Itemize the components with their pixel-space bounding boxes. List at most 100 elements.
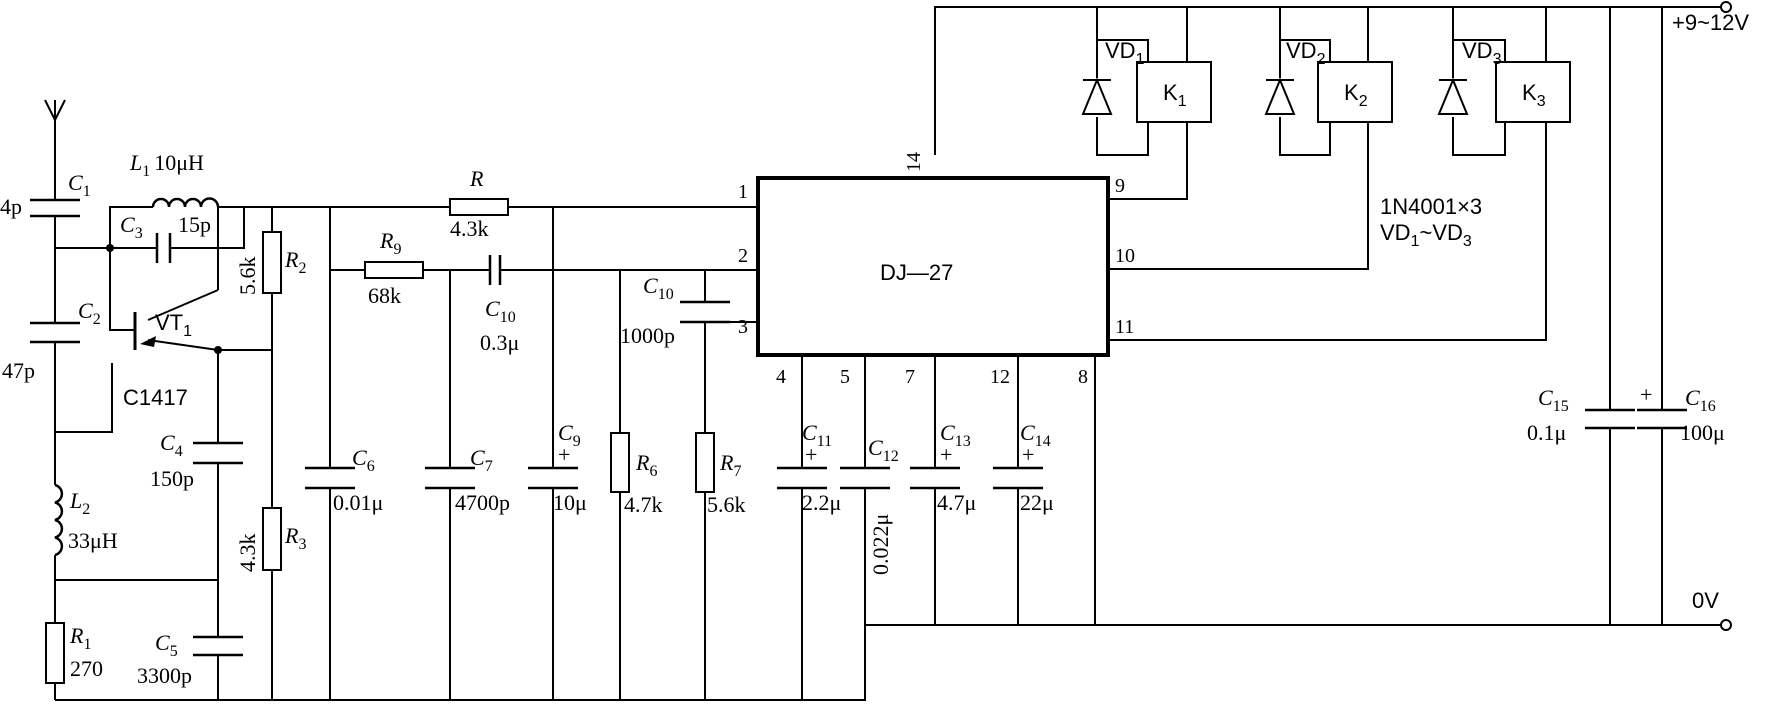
svg-text:C9: C9: [558, 420, 581, 450]
svg-text:C4: C4: [160, 430, 183, 460]
svg-text:3: 3: [738, 316, 748, 338]
svg-text:C1417: C1417: [123, 385, 188, 410]
c9-plates: [528, 466, 578, 490]
svg-text:14: 14: [903, 152, 925, 172]
svg-text:C10: C10: [643, 273, 674, 303]
c4-plates: [193, 441, 243, 465]
r2-body: [262, 231, 282, 294]
svg-text:4700p: 4700p: [455, 490, 510, 515]
diode-vd2-icon: [1264, 77, 1296, 115]
svg-text:0.1μ: 0.1μ: [1527, 420, 1566, 445]
svg-text:R: R: [469, 166, 484, 191]
svg-text:C6: C6: [352, 445, 375, 475]
svg-text:0.3μ: 0.3μ: [480, 330, 519, 355]
svg-text:1000p: 1000p: [620, 323, 675, 348]
relay-k1: [1136, 61, 1212, 123]
svg-text:+: +: [805, 442, 817, 467]
svg-text:0.022μ: 0.022μ: [868, 514, 893, 575]
svg-text:L2: L2: [69, 488, 90, 518]
svg-text:10: 10: [1115, 245, 1135, 267]
svg-text:4.3k: 4.3k: [450, 216, 489, 241]
ic-pin-numbers: 1 2 3 4 5 7 8 9 10 11 12 14: [738, 152, 1135, 388]
svg-text:4p: 4p: [0, 194, 22, 219]
antenna-icon: [44, 99, 66, 123]
r7-body: [695, 432, 715, 493]
r3-body: [262, 507, 282, 571]
diode-vd1-icon: [1081, 77, 1113, 115]
r9-body: [364, 261, 424, 279]
svg-text:R7: R7: [719, 450, 741, 480]
l2-coil: [54, 483, 64, 557]
svg-text:2.2μ: 2.2μ: [802, 490, 841, 515]
svg-text:8: 8: [1078, 366, 1088, 388]
svg-text:5.6k: 5.6k: [707, 492, 746, 517]
junction-dots: [106, 244, 222, 354]
svg-text:+9~12V: +9~12V: [1672, 10, 1749, 35]
svg-text:5.6k: 5.6k: [235, 257, 260, 296]
svg-text:VD2: VD2: [1286, 38, 1326, 68]
svg-text:+: +: [1640, 382, 1652, 407]
c16-plates: [1637, 408, 1687, 430]
svg-text:3300p: 3300p: [137, 663, 192, 688]
capacitors: [30, 198, 1687, 657]
c6-plates: [305, 466, 355, 490]
svg-text:7: 7: [905, 366, 915, 388]
c7-plates: [425, 466, 475, 490]
svg-text:4.3k: 4.3k: [235, 534, 260, 573]
svg-text:C3: C3: [120, 212, 143, 242]
c10b-plates: [680, 300, 730, 324]
svg-text:R3: R3: [284, 523, 306, 553]
svg-text:100μ: 100μ: [1680, 420, 1725, 445]
c10a-plates: [488, 255, 502, 285]
svg-text:R9: R9: [379, 228, 401, 258]
svg-text:C5: C5: [155, 630, 178, 660]
svg-text:C12: C12: [868, 435, 899, 465]
l1-coil: [151, 197, 220, 208]
svg-text:+: +: [1022, 442, 1034, 467]
svg-text:15p: 15p: [178, 212, 211, 237]
svg-text:4: 4: [776, 366, 786, 388]
c14-plates: [993, 466, 1043, 490]
svg-text:0V: 0V: [1692, 588, 1719, 613]
svg-text:270: 270: [70, 656, 103, 681]
svg-text:33μH: 33μH: [68, 528, 118, 553]
ground-terminal[interactable]: [1720, 619, 1732, 631]
svg-text:VD1: VD1: [1105, 38, 1145, 68]
c13-plates: [910, 466, 960, 490]
relay-k2: [1317, 61, 1393, 123]
supply-terminal[interactable]: [1720, 1, 1732, 13]
svg-text:4.7μ: 4.7μ: [937, 490, 976, 515]
c15-plates: [1585, 408, 1635, 430]
svg-text:9: 9: [1115, 175, 1125, 197]
svg-text:VD3: VD3: [1462, 38, 1502, 68]
svg-text:C15: C15: [1538, 385, 1569, 415]
svg-text:C14: C14: [1020, 420, 1051, 450]
diodes: [1081, 77, 1469, 115]
svg-text:11: 11: [1115, 316, 1134, 338]
svg-text:+: +: [558, 442, 570, 467]
resistors: [45, 198, 715, 684]
svg-text:C10: C10: [485, 296, 516, 326]
svg-text:K1: K1: [1163, 80, 1187, 110]
svg-text:R6: R6: [635, 450, 657, 480]
svg-text:C13: C13: [940, 420, 971, 450]
svg-text:C1: C1: [68, 170, 91, 200]
svg-text:0.01μ: 0.01μ: [333, 490, 383, 515]
svg-text:C11: C11: [802, 420, 832, 450]
svg-text:C16: C16: [1685, 385, 1716, 415]
svg-text:VD1~VD3: VD1~VD3: [1380, 220, 1472, 250]
svg-text:C7: C7: [470, 445, 493, 475]
svg-text:C2: C2: [78, 298, 101, 328]
svg-text:5: 5: [840, 366, 850, 388]
svg-text:10μ: 10μ: [553, 490, 587, 515]
c5-plates: [193, 635, 243, 657]
relay-k3: [1495, 61, 1571, 123]
svg-text:VT1: VT1: [155, 310, 192, 340]
c3-plates: [155, 233, 172, 263]
svg-text:2: 2: [738, 245, 748, 267]
svg-text:R1: R1: [69, 623, 91, 653]
svg-text:4.7k: 4.7k: [624, 492, 663, 517]
svg-text:12: 12: [990, 366, 1010, 388]
